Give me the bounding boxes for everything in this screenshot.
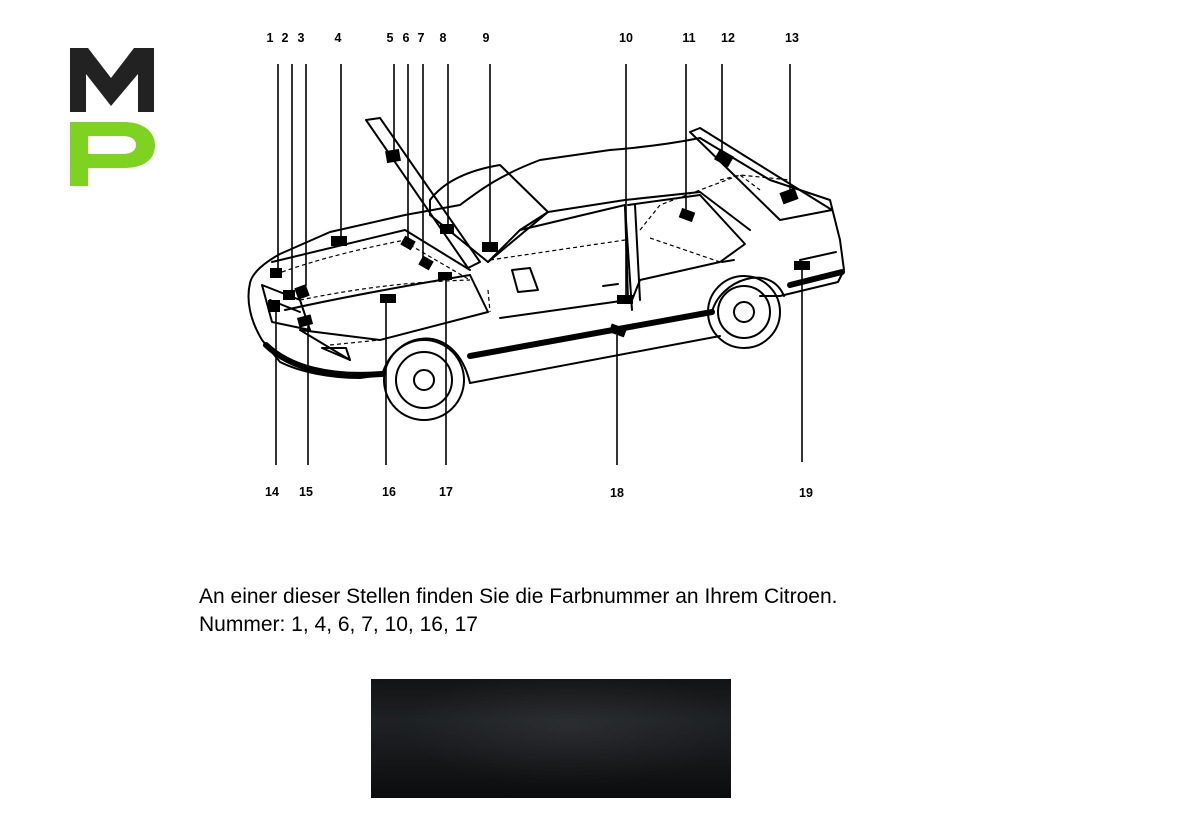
- label-number-5: 5: [387, 31, 394, 45]
- label-number-6: 6: [403, 31, 410, 45]
- car-drawing: [247, 117, 845, 421]
- label-number-16: 16: [382, 485, 396, 499]
- label-number-1: 1: [267, 31, 274, 45]
- leader-lines: [275, 64, 803, 465]
- label-number-18: 18: [610, 486, 624, 500]
- label-number-4: 4: [335, 31, 342, 45]
- label-number-17: 17: [439, 485, 453, 499]
- label-number-12: 12: [721, 31, 735, 45]
- label-number-9: 9: [483, 31, 490, 45]
- car-label-location-diagram: 1 2 3 4 5 6 7 8 9 10 11 12 13 14 15 16 1…: [247, 31, 845, 500]
- label-number-11: 11: [682, 31, 695, 45]
- label-number-8: 8: [440, 31, 447, 45]
- mp-logo: [70, 48, 155, 186]
- caption-line-2: Nummer: 1, 4, 6, 7, 10, 16, 17: [199, 613, 478, 636]
- logo-letter-p: [70, 122, 155, 186]
- caption: An einer dieser Stellen finden Sie die F…: [199, 583, 838, 639]
- label-number-7: 7: [418, 31, 425, 45]
- label-number-14: 14: [265, 485, 279, 499]
- label-number-13: 13: [785, 31, 799, 45]
- label-number-3: 3: [298, 31, 305, 45]
- label-patches: [268, 148, 810, 338]
- label-number-10: 10: [619, 31, 633, 45]
- label-number-19: 19: [799, 486, 813, 500]
- label-number-2: 2: [282, 31, 289, 45]
- label-number-15: 15: [299, 485, 313, 499]
- caption-line-1: An einer dieser Stellen finden Sie die F…: [199, 585, 838, 608]
- paint-color-swatch: [371, 679, 731, 798]
- logo-letter-m: [70, 48, 154, 112]
